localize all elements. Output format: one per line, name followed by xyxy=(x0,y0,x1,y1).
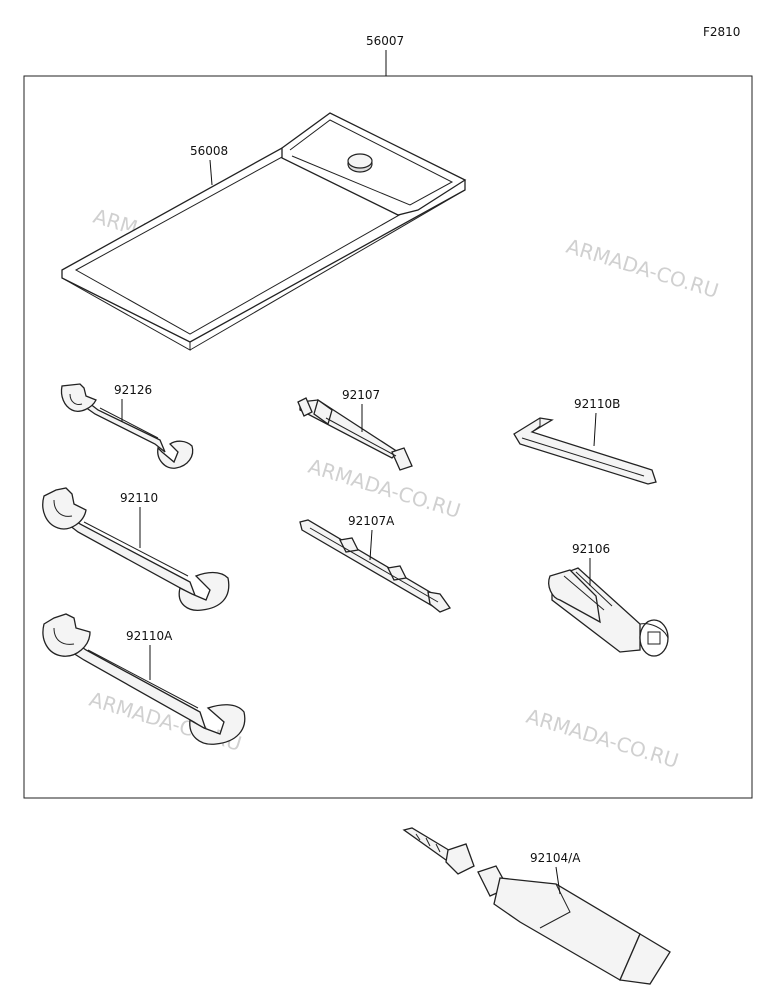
label-screwdriver-double: 92107A xyxy=(348,514,395,528)
driver-handle xyxy=(548,567,669,657)
label-grease-tube: 92104/A xyxy=(530,851,581,865)
screwdriver-double xyxy=(299,519,452,613)
label-wrench-mid: 92110 xyxy=(120,491,158,505)
wrench-mid xyxy=(42,487,230,611)
wrench-small xyxy=(60,383,194,469)
watermark-2: ARMADA-CO.RU xyxy=(564,234,722,303)
figure-code: F2810 xyxy=(703,25,740,39)
label-hex-key: 92110B xyxy=(574,397,620,411)
kit-frame xyxy=(23,75,753,799)
label-wrench-small: 92126 xyxy=(114,383,152,397)
wrench-large xyxy=(42,613,246,745)
label-driver-handle: 92106 xyxy=(572,542,610,556)
label-kit: 56007 xyxy=(366,34,404,48)
screwdriver-bit xyxy=(297,397,413,471)
hex-key xyxy=(513,417,657,485)
label-wrench-large: 92110A xyxy=(126,629,173,643)
label-pouch: 56008 xyxy=(190,144,228,158)
watermark-5: ARMADA-CO.RU xyxy=(524,704,682,773)
label-screwdriver: 92107 xyxy=(342,388,380,402)
tool-pouch xyxy=(61,112,467,351)
leader-hex-key xyxy=(593,412,597,447)
watermark-3: ARMADA-CO.RU xyxy=(306,454,464,523)
leader-pouch xyxy=(209,159,213,186)
leader-screwdriver-double xyxy=(369,529,373,561)
grease-tube xyxy=(402,827,671,985)
leader-grease-tube xyxy=(555,866,561,895)
